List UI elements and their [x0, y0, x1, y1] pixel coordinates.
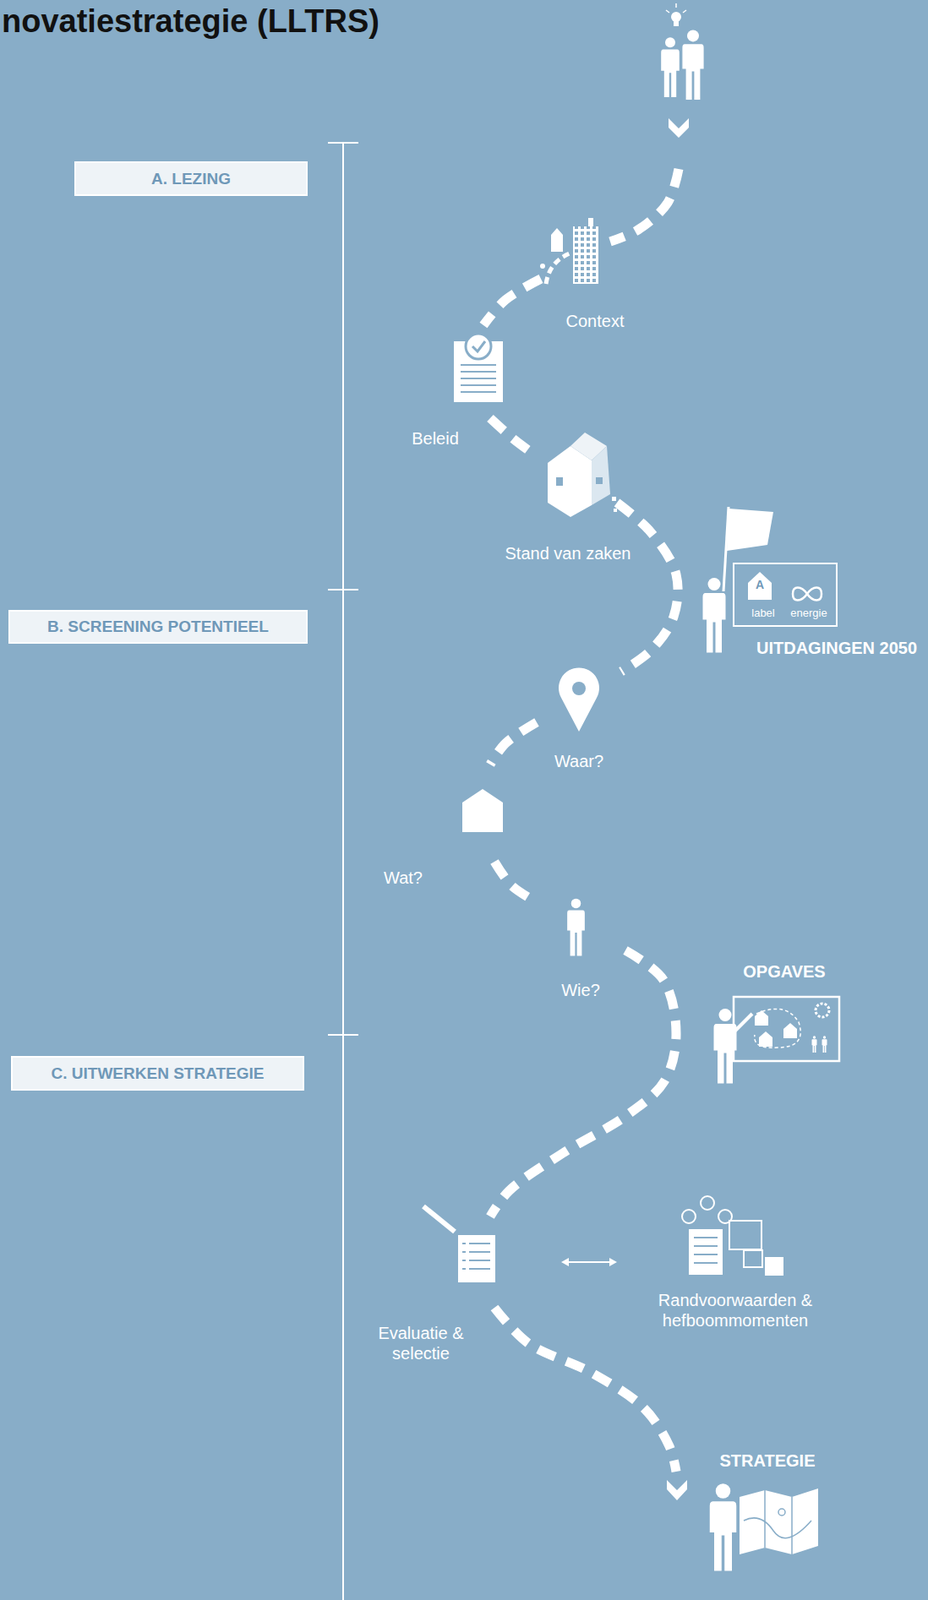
route-segment	[494, 862, 533, 901]
route-segment	[483, 278, 541, 326]
milestone-label: STRATEGIE	[720, 1451, 816, 1472]
people-icon	[660, 3, 704, 100]
buildings-icon	[540, 218, 599, 284]
route-segment	[494, 1308, 677, 1473]
timeline-tick	[327, 1034, 359, 1037]
icon-caption: label	[751, 606, 775, 620]
icon-caption: energie	[790, 606, 827, 620]
timeline-tick	[327, 589, 359, 591]
person-icon	[567, 899, 585, 957]
house-icon	[462, 789, 503, 833]
phase-box: A. LEZING	[74, 161, 308, 197]
route-segment	[490, 950, 677, 1218]
phase-box: C. UITWERKEN STRATEGIE	[10, 1056, 305, 1092]
route-segment	[490, 722, 537, 765]
label-letter: A	[755, 578, 765, 593]
conditions-icon	[682, 1196, 784, 1277]
page-title: novatiestrategie (LLTRS)	[1, 3, 380, 40]
infinity-icon	[792, 588, 822, 601]
question-label: Wat?	[383, 867, 423, 889]
phase-title: A. LEZING	[151, 169, 231, 189]
route-segment	[616, 502, 678, 672]
location-pin	[558, 667, 600, 732]
milestone-label: UITDAGINGEN 2050	[756, 638, 918, 659]
timeline	[342, 142, 344, 1600]
board-icon	[714, 997, 841, 1085]
house-label-icon	[747, 572, 772, 601]
flag-person-icon	[703, 507, 823, 654]
dashed-route	[483, 169, 679, 1473]
evaluation-icon	[423, 1206, 496, 1283]
phase-title: B. SCREENING POTENTIEEL	[47, 617, 269, 637]
house-3d-icon	[547, 432, 623, 518]
phase-title: C. UITWERKEN STRATEGIE	[51, 1064, 265, 1084]
route-segment	[490, 418, 537, 457]
double-arrow	[561, 1258, 617, 1267]
phase-box: B. SCREENING POTENTIEEL	[8, 610, 308, 645]
timeline-tick	[327, 141, 359, 144]
step-label: Context	[566, 311, 625, 332]
step-label: Beleid	[411, 428, 459, 449]
start-arrow	[668, 118, 689, 138]
step-label: Randvoorwaarden & hefboommomenten	[646, 1290, 825, 1332]
route-segment	[610, 169, 679, 242]
policy-document-icon	[453, 333, 503, 403]
end-arrow	[666, 1480, 688, 1502]
label-energy-box: label energie	[732, 562, 838, 628]
milestone-label: OPGAVES	[742, 961, 825, 983]
question-label: Waar?	[554, 751, 604, 772]
map-person-icon	[709, 1484, 819, 1572]
question-label: Wie?	[561, 980, 601, 1001]
step-label: Stand van zaken	[505, 543, 632, 564]
step-label: Evaluatie & selectie	[368, 1323, 474, 1365]
